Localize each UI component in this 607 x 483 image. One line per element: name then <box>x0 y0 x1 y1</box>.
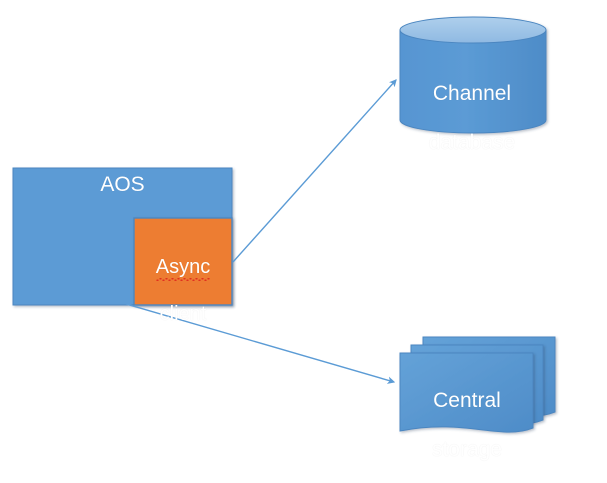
node-central-storage[interactable] <box>399 336 556 433</box>
async-client-rect[interactable] <box>133 217 233 306</box>
cylinder-top-ellipse <box>399 16 547 44</box>
connector-async-client-to-channel-database[interactable] <box>232 79 397 263</box>
cylinder-body <box>399 29 547 134</box>
node-channel-database[interactable] <box>399 16 547 134</box>
connector-aos-to-central-storage[interactable] <box>125 303 396 384</box>
node-async-client[interactable] <box>133 217 233 306</box>
storage-sheet-front <box>399 352 534 433</box>
